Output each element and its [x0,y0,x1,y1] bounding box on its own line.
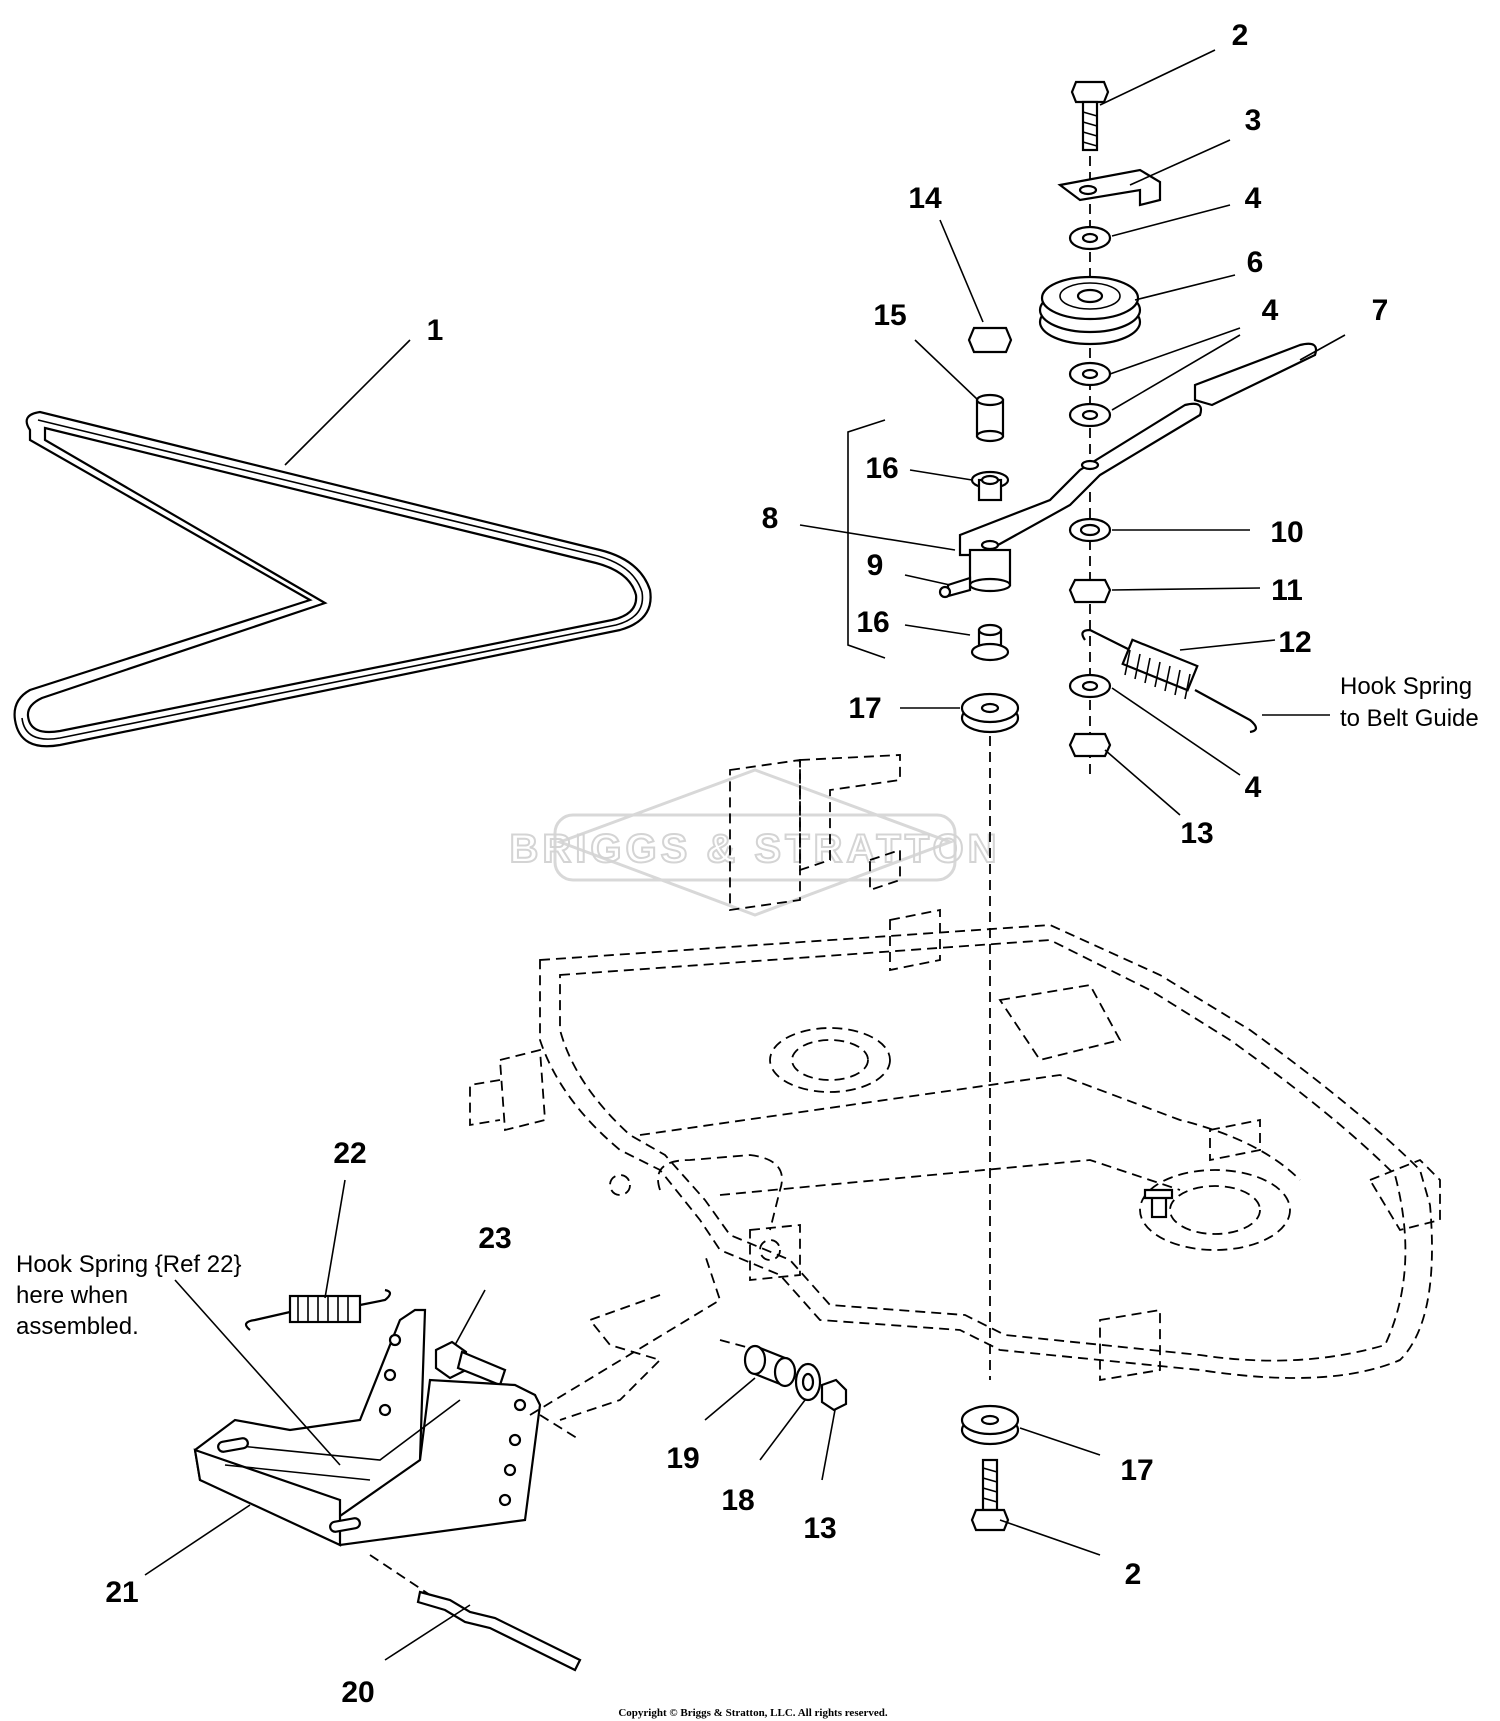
callout-17-b: 17 [1120,1454,1153,1487]
callout-4-a: 4 [1245,182,1262,215]
callout-8: 8 [762,502,779,535]
callout-16-b: 16 [856,606,889,639]
callout-10: 10 [1270,516,1303,549]
copyright-text: Copyright © Briggs & Stratton, LLC. All … [618,1707,888,1719]
lock-washer [1068,517,1112,543]
callout-4-b: 4 [1262,294,1279,327]
callout-4-c: 4 [1245,771,1262,804]
grease-fitting [946,576,972,598]
spacer-19 [743,1344,797,1388]
washer-4-mid1 [1068,361,1112,387]
pin-20 [416,1590,582,1672]
callout-11: 11 [1271,574,1303,607]
callout-18: 18 [721,1484,754,1517]
callout-7: 7 [1372,294,1389,327]
note-hook22-line3: assembled. [16,1313,139,1340]
washer-4-bottom [1068,673,1112,699]
callout-17-a: 17 [848,692,881,725]
group-bracket [847,419,886,659]
idler-arm [958,402,1203,557]
note-hook22-line2: here when [16,1282,128,1309]
washer-18 [794,1362,822,1402]
callout-13-b: 13 [803,1512,836,1545]
bolt-23 [434,1340,507,1387]
callout-14: 14 [908,182,942,215]
spacer-15 [975,393,1005,443]
callout-22: 22 [333,1137,366,1170]
nut-13-lower [820,1378,848,1412]
callout-15: 15 [873,299,906,332]
mounting-bracket-21 [193,1308,542,1547]
washer-4-mid2 [1068,402,1112,428]
callout-3: 3 [1245,104,1262,137]
bolt-top [1070,80,1110,152]
belt-guide-7 [1193,342,1318,407]
callout-9: 9 [867,549,884,582]
callout-labels: 1 2 3 4 6 4 7 8 9 10 11 12 4 13 14 15 16… [105,19,1388,1709]
bushing-16-top [970,470,1010,502]
callout-12: 12 [1278,626,1311,659]
nut-11 [1068,578,1112,604]
nut-14 [967,326,1013,354]
bushing-16-bottom [970,623,1010,662]
assembly-notes: Hook Spring to Belt Guide Hook Spring {R… [16,673,1479,1340]
note-belt-guide-line1: Hook Spring [1340,673,1472,700]
washer-17-top [960,692,1020,734]
bolt-bottom [970,1458,1010,1532]
mower-deck [469,754,1441,1382]
assembly-lines [369,1254,751,1596]
leader-lines [144,49,1346,1661]
callout-16-a: 16 [865,452,898,485]
note-belt-guide-line2: to Belt Guide [1340,705,1479,732]
idler-pulley [1038,275,1142,346]
note-hook22-line1: Hook Spring {Ref 22} [16,1251,241,1278]
v-belt [13,410,652,748]
callout-6: 6 [1247,246,1264,279]
callout-1: 1 [427,314,444,347]
callout-2-top: 2 [1232,19,1249,52]
callout-19: 19 [666,1442,699,1475]
watermark-text: BRIGGS & STRATTON [510,827,1001,871]
callout-20: 20 [341,1676,374,1709]
callout-2-bottom: 2 [1125,1558,1142,1591]
spring-22 [244,1288,392,1331]
extension-spring-12 [1081,628,1258,734]
bracket-3 [1057,168,1162,207]
callout-21: 21 [105,1576,138,1609]
nut-13-top [1068,732,1112,758]
callout-13-a: 13 [1180,817,1213,850]
callout-23: 23 [478,1222,511,1255]
washer-17-bottom [960,1404,1020,1446]
washer-4-top [1068,225,1112,251]
watermark-logo: BRIGGS & STRATTON [509,768,1001,917]
